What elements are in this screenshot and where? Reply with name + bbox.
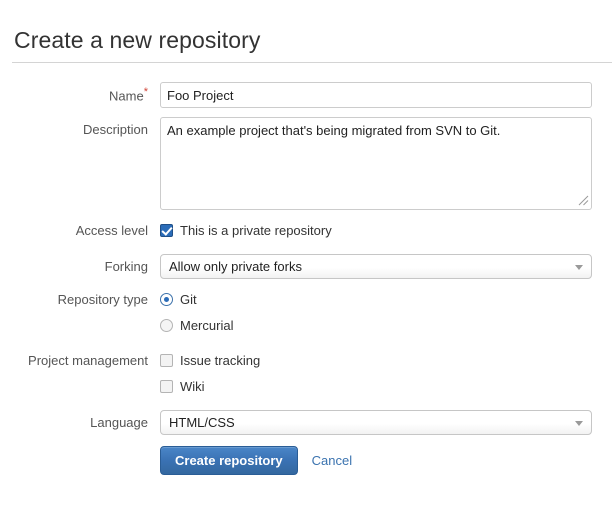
repository-type-field-wrap: Git Mercurial bbox=[160, 288, 612, 340]
project-management-label: Project management bbox=[28, 353, 148, 368]
private-repository-checkbox-row[interactable]: This is a private repository bbox=[160, 219, 592, 241]
radio-mercurial-icon[interactable] bbox=[160, 318, 173, 332]
forking-select-wrap[interactable]: Allow only private forks bbox=[160, 254, 592, 279]
repository-type-option-mercurial[interactable]: Mercurial bbox=[160, 314, 592, 336]
access-level-field-wrap: This is a private repository bbox=[160, 219, 612, 245]
description-field-wrap bbox=[160, 117, 612, 210]
checkbox-wiki-label: Wiki bbox=[180, 378, 205, 394]
form-row-repository-type: Repository type Git Mercurial bbox=[0, 288, 612, 340]
create-repository-button[interactable]: Create repository bbox=[160, 446, 298, 475]
title-divider bbox=[12, 62, 612, 63]
checkbox-wiki-icon[interactable] bbox=[160, 379, 173, 393]
private-repository-label: This is a private repository bbox=[180, 222, 332, 238]
form-row-description: Description bbox=[0, 117, 612, 210]
forking-select[interactable]: Allow only private forks bbox=[160, 254, 592, 279]
form-row-project-management: Project management Issue tracking Wiki bbox=[0, 349, 612, 401]
description-textarea-wrap bbox=[160, 117, 592, 210]
cancel-link[interactable]: Cancel bbox=[311, 453, 353, 468]
forking-field-wrap: Allow only private forks bbox=[160, 254, 612, 279]
name-field-wrap bbox=[160, 82, 612, 108]
name-input[interactable] bbox=[160, 82, 592, 108]
name-label: Name* bbox=[0, 82, 160, 104]
description-label: Description bbox=[82, 122, 148, 137]
form-row-language: Language HTML/CSS Create repository Canc… bbox=[0, 410, 612, 475]
language-select[interactable]: HTML/CSS bbox=[160, 410, 592, 435]
repository-type-option-git[interactable]: Git bbox=[160, 288, 592, 310]
access-level-label: Access level bbox=[75, 223, 148, 238]
language-select-wrap[interactable]: HTML/CSS bbox=[160, 410, 592, 435]
radio-mercurial-label: Mercurial bbox=[180, 317, 234, 333]
project-management-option-wiki[interactable]: Wiki bbox=[160, 375, 592, 397]
create-repository-form: Name* Description Access level bbox=[0, 82, 612, 484]
radio-git-icon[interactable] bbox=[160, 292, 173, 306]
checkbox-issue-tracking-icon[interactable] bbox=[160, 353, 173, 367]
language-label: Language bbox=[90, 415, 148, 430]
description-textarea[interactable] bbox=[160, 117, 592, 210]
page-title: Create a new repository bbox=[14, 27, 261, 54]
repository-type-label: Repository type bbox=[57, 292, 148, 307]
project-management-option-issue-tracking[interactable]: Issue tracking bbox=[160, 349, 592, 371]
form-row-forking: Forking Allow only private forks bbox=[0, 254, 612, 279]
forking-label: Forking bbox=[104, 259, 148, 274]
form-row-access-level: Access level This is a private repositor… bbox=[0, 219, 612, 245]
private-repository-checkbox-icon[interactable] bbox=[160, 223, 173, 237]
form-row-name: Name* bbox=[0, 82, 612, 108]
name-label-text: Name bbox=[109, 88, 144, 104]
radio-git-label: Git bbox=[180, 291, 197, 307]
language-field-wrap: HTML/CSS Create repository Cancel bbox=[160, 410, 612, 475]
form-actions: Create repository Cancel bbox=[160, 446, 592, 475]
checkbox-issue-tracking-label: Issue tracking bbox=[180, 352, 261, 368]
project-management-field-wrap: Issue tracking Wiki bbox=[160, 349, 612, 401]
required-asterisk: * bbox=[143, 86, 148, 98]
